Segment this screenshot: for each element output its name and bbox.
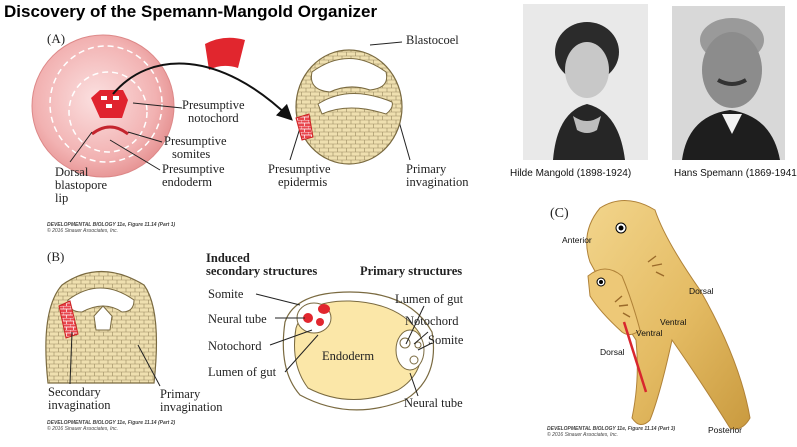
panel-a-credit: DEVELOPMENTAL BIOLOGY 11e, Figure 11.14 …: [47, 222, 176, 234]
ventral-label-b: Ventral: [636, 328, 663, 338]
dorsal-top-label: Dorsal: [689, 286, 714, 296]
presumptive-endoderm-label: Presumptive endoderm: [162, 162, 225, 189]
presumptive-somites-label: Presumptive somites: [164, 134, 227, 161]
neural-tube-left-label: Neural tube: [208, 312, 267, 326]
panel-c-letter: (C): [550, 206, 569, 221]
posterior-label: Posterior: [708, 425, 743, 435]
double-axis-embryo-section: [282, 291, 435, 411]
notochord-left-label: Notochord: [208, 339, 262, 353]
portrait-woman-icon: [523, 4, 648, 160]
transplanted-gastrula: [45, 270, 158, 384]
somite-left-label: Somite: [208, 287, 244, 301]
mangold-caption: Hilde Mangold (1898-1924): [510, 168, 632, 179]
notochord-right-label: Notochord: [405, 314, 459, 328]
endoderm-label: Endoderm: [322, 349, 375, 363]
transplant-arrow: [112, 62, 293, 121]
induced-secondary-header: Induced secondary structures: [206, 251, 318, 278]
anterior-label: Anterior: [562, 235, 592, 245]
panel-b-letter: (B): [47, 249, 65, 264]
spemann-caption: Hans Spemann (1869-1941: [674, 168, 797, 179]
dorsal-blastopore-lip-label: Dorsal blastopore lip: [55, 165, 108, 205]
panel-b-right-pointer-lines: [255, 293, 433, 397]
hilde-mangold-photo: [523, 4, 648, 160]
panel-a-pointer-lines: [69, 41, 411, 171]
primary-invagination-label-b: Primary invagination: [160, 387, 223, 414]
portrait-man-icon: [672, 6, 785, 160]
presumptive-notochord-label: Presumptive notochord: [182, 98, 245, 125]
primary-structures-header: Primary structures: [360, 264, 463, 278]
lumen-right-label: Lumen of gut: [395, 292, 464, 306]
excised-organizer-fragment: [205, 37, 245, 70]
hans-spemann-photo: [672, 6, 785, 160]
secondary-invagination-label: Secondary invagination: [48, 385, 111, 412]
lumen-left-label: Lumen of gut: [208, 365, 277, 379]
primary-invagination-label-a: Primary invagination: [406, 162, 469, 189]
panel-b-credit: DEVELOPMENTAL BIOLOGY 11e, Figure 11.14 …: [47, 420, 176, 432]
panel-b-left-pointer-lines: [69, 331, 161, 387]
page-title: Discovery of the Spemann-Mangold Organiz…: [4, 2, 378, 21]
double-headed-larva: [586, 200, 751, 430]
ventral-label-a: Ventral: [660, 317, 687, 327]
panel-c-credit: DEVELOPMENTAL BIOLOGY 11e, Figure 11.14 …: [547, 426, 676, 438]
presumptive-epidermis-label: Presumptive epidermis: [268, 162, 331, 189]
panel-a-letter: (A): [47, 31, 66, 46]
somite-right-label: Somite: [428, 333, 464, 347]
blastula-cross-section: [295, 49, 403, 165]
dorsal-bottom-label: Dorsal: [600, 347, 625, 357]
neural-tube-right-label: Neural tube: [404, 396, 463, 410]
blastocoel-label: Blastocoel: [406, 33, 459, 47]
early-gastrula-egg: [31, 34, 175, 178]
